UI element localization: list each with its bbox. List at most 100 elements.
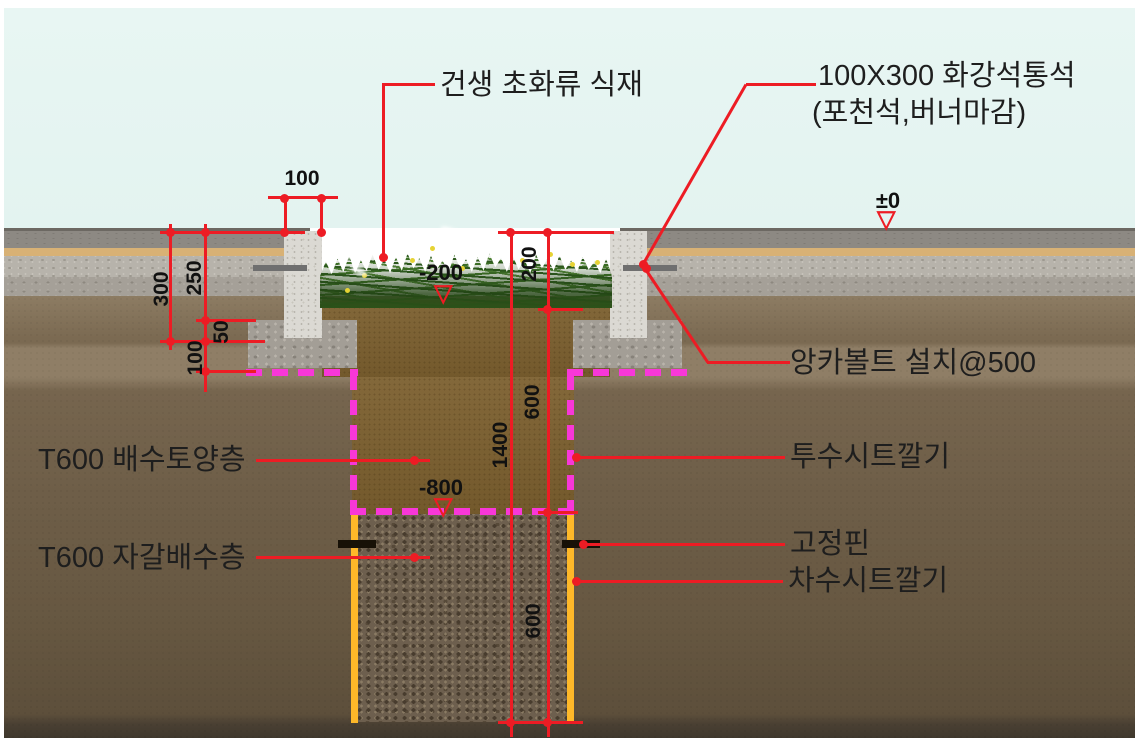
callout-gravel-layer: T600 자갈배수층 xyxy=(38,542,246,574)
leader-end-dot xyxy=(410,456,419,465)
leader-end-dot xyxy=(579,540,588,549)
leader-end-dot xyxy=(410,553,419,562)
aggregate-subbase-layer xyxy=(4,277,310,296)
seed-fluff xyxy=(359,232,381,245)
sand-bed-layer xyxy=(620,248,1135,256)
waterstop-sheet-right xyxy=(567,514,574,723)
leader-gravel-layer xyxy=(256,556,430,559)
callout-fixing-pin: 고정핀 xyxy=(790,528,871,560)
dim-node-dot xyxy=(506,718,515,727)
permeable-sheet-bottom-horizontal xyxy=(350,508,574,515)
paver-layer xyxy=(4,231,310,248)
callout-permeable-sheet: 투수시트깔기 xyxy=(790,441,951,473)
level-ground-marker-icon: ▽ xyxy=(877,206,896,233)
dim-node-dot xyxy=(506,228,515,237)
dim-node-dot xyxy=(543,508,552,517)
flower-dot xyxy=(520,258,525,263)
leader-waterstop-sheet xyxy=(575,580,783,583)
dim-gravel-depth: 600 xyxy=(522,603,545,639)
callout-waterstop-sheet: 차수시트깔기 xyxy=(788,565,949,597)
dim-line xyxy=(268,196,338,199)
dim-soil-depth: 600 xyxy=(521,384,544,420)
dim-extension-line xyxy=(160,231,305,234)
fixing-pin-left xyxy=(338,540,376,548)
leader-anchor xyxy=(707,361,790,364)
paver-layer xyxy=(620,231,1135,248)
level-ground-text: ±0 xyxy=(875,188,901,213)
permeable-sheet-left-vertical xyxy=(350,369,357,515)
dim-extension-line xyxy=(538,511,578,514)
dim-mulch-depth: 200 xyxy=(518,246,541,282)
dim-node-dot xyxy=(317,194,326,203)
dim-node-dot xyxy=(317,228,326,237)
dim-node-dot xyxy=(280,228,289,237)
dim-extension-line xyxy=(320,197,323,233)
dim-node-dot xyxy=(166,228,175,237)
planting-soil-lower xyxy=(352,377,574,514)
flower-dot xyxy=(410,258,415,263)
dim-node-dot xyxy=(201,228,210,237)
waterstop-sheet-left xyxy=(351,514,358,723)
gravel-drainage-layer xyxy=(355,514,571,722)
anchor-bolt-left xyxy=(253,265,307,271)
flower-dot xyxy=(595,260,600,265)
pavement-right xyxy=(620,228,1135,296)
level-planting-marker-icon: ▽ xyxy=(434,280,453,307)
callout-granite-line1: 100X300 화강석통석 xyxy=(818,60,1076,92)
flower-dot xyxy=(548,252,553,257)
leader-planting xyxy=(382,83,385,259)
dim-line-total-depth xyxy=(510,231,513,737)
leader-end-dot xyxy=(642,264,651,273)
flower-dot xyxy=(460,266,465,271)
leader-end-dot xyxy=(572,577,581,586)
callout-granite-line2: (포천석,버너마감) xyxy=(812,97,1027,129)
callout-planting: 건생 초화류 식재 xyxy=(440,69,643,101)
dim-post-width: 100 xyxy=(284,167,320,190)
dim-node-dot xyxy=(166,337,175,346)
leader-end-dot xyxy=(379,253,388,262)
leader-fixing-pin xyxy=(582,543,785,546)
aggregate-base-layer xyxy=(620,256,1135,277)
sky-background xyxy=(4,8,1135,228)
seed-fluff xyxy=(470,250,490,256)
permeable-sheet-right-vertical xyxy=(567,369,574,515)
dim-extension-line xyxy=(498,231,614,234)
flower-dot xyxy=(570,262,575,267)
dim-node-dot xyxy=(543,718,552,727)
leader-permeable-sheet xyxy=(575,456,785,459)
permeable-sheet-right-horizontal xyxy=(567,369,687,376)
callout-soil-layer: T600 배수토양층 xyxy=(38,444,246,476)
dim-extension-line xyxy=(284,197,287,233)
sand-bed-layer xyxy=(4,248,310,256)
level-planting-text: -200 xyxy=(418,260,464,285)
granite-post-right xyxy=(610,231,647,338)
pavement-left xyxy=(4,228,310,296)
aggregate-base-layer xyxy=(4,256,310,277)
flower-dot xyxy=(430,246,435,251)
dim-node-dot xyxy=(201,367,210,376)
dim-extension-line xyxy=(196,319,256,322)
dim-node-dot xyxy=(543,228,552,237)
seed-fluff xyxy=(584,249,604,257)
leader-end-dot xyxy=(572,453,581,462)
leader-soil-layer xyxy=(256,459,430,462)
dim-extension-line xyxy=(160,340,265,343)
granite-post-left xyxy=(284,231,322,338)
leader-planting xyxy=(385,83,435,86)
dim-extension-line xyxy=(538,308,583,311)
pavement-surface-line xyxy=(4,228,310,231)
leader-granite xyxy=(746,83,816,86)
aggregate-subbase-layer xyxy=(620,277,1135,296)
dim-pavement-total: 300 xyxy=(150,271,173,307)
permeable-sheet-left-horizontal xyxy=(246,369,358,376)
dim-footing-lower: 100 xyxy=(184,340,207,376)
dim-node-dot xyxy=(201,316,210,325)
dim-extension-line xyxy=(196,370,256,373)
dim-line xyxy=(169,224,172,350)
dim-pavement-upper: 250 xyxy=(183,260,206,296)
dim-node-dot xyxy=(201,337,210,346)
dim-footing-upper: 50 xyxy=(210,320,233,344)
level-gravel-marker-icon: ▽ xyxy=(434,493,453,520)
callout-anchor-bolt: 앙카볼트 설치@500 xyxy=(790,347,1036,379)
